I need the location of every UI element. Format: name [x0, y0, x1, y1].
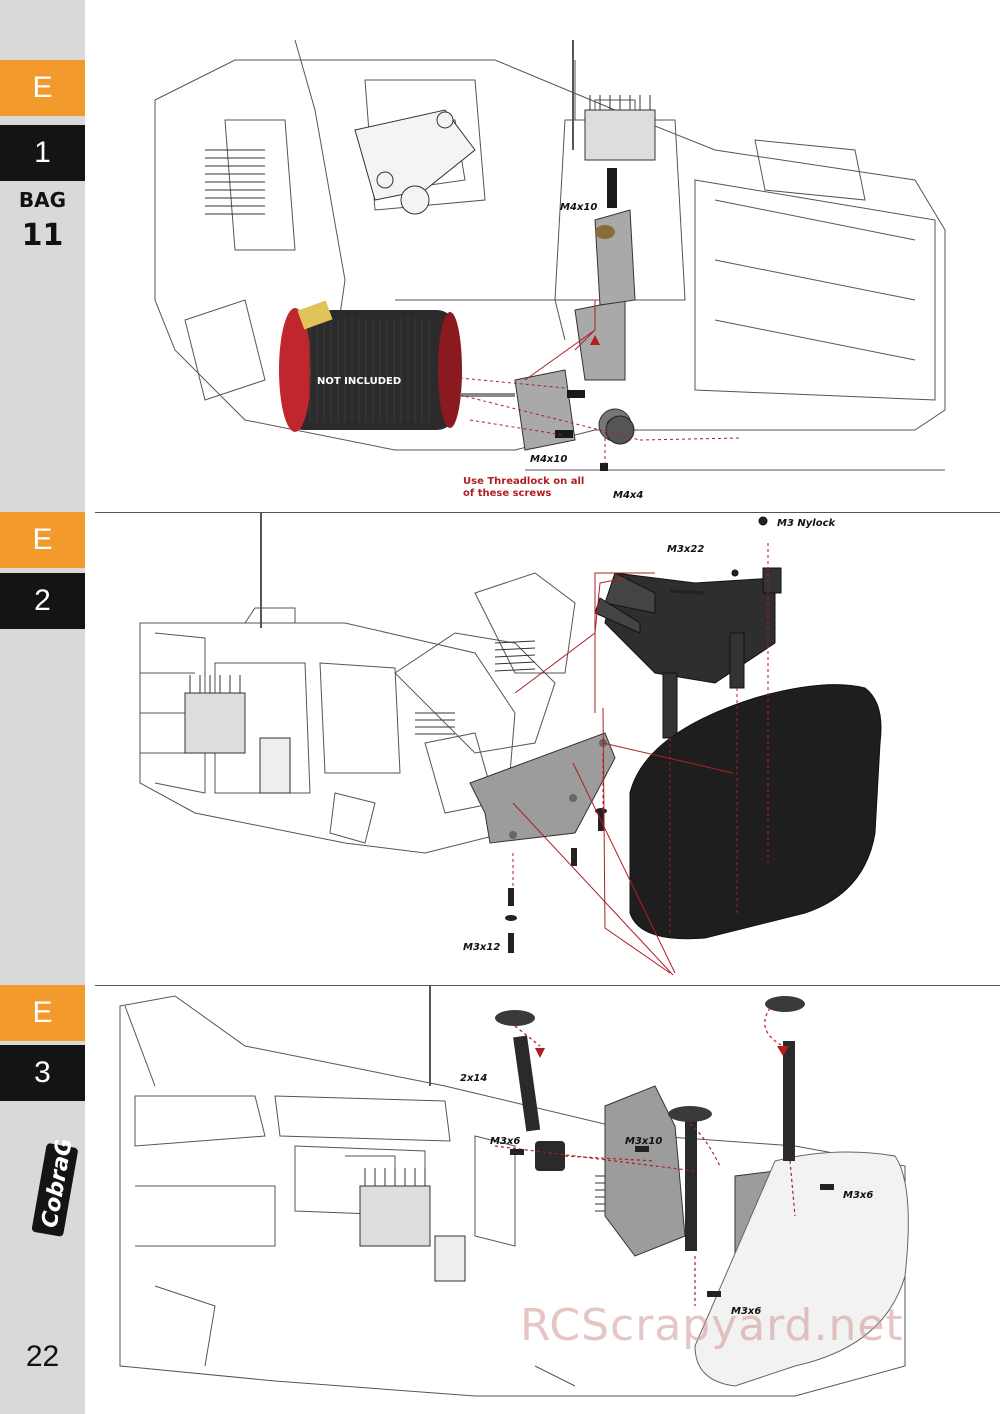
body-post-center — [685, 1121, 697, 1251]
step-e3-number-tab: 3 — [0, 1045, 85, 1101]
cobra-gte-logo: CobraGTe — [31, 1140, 82, 1237]
threadlock-note-line1: Use Threadlock on all — [463, 476, 584, 487]
step-letter: E — [32, 996, 53, 1029]
step-e1-number-tab: 1 — [0, 125, 85, 181]
step2-diagram: M3 Nylock M3x22 M3x12 — [95, 513, 1000, 983]
label-m3x6-a: M3x6 — [490, 1136, 520, 1147]
label-m3x22: M3x22 — [667, 544, 704, 555]
page-number: 22 — [25, 1340, 60, 1373]
sidebar: E 1 BAG 11 E 2 E 3 CobraGTe 22 — [0, 0, 85, 1414]
label-2x14: 2x14 — [460, 1073, 487, 1084]
step3-diagram: 2x14 M3x6 M3x10 M3x6 M3x6 — [95, 986, 1000, 1414]
label-m3x6-b: M3x6 — [843, 1190, 873, 1201]
step2-illustration: M3 Nylock M3x22 M3x12 — [139, 513, 882, 976]
bumper-mount — [594, 516, 782, 739]
motor-not-included-label: NOT INCLUDED — [317, 376, 401, 387]
step-number: 2 — [34, 584, 51, 617]
step-e2-number-tab: 2 — [0, 573, 85, 629]
foam-bumper — [629, 684, 882, 940]
step1-diagram: NOT INCLUDED — [95, 0, 1000, 510]
watermark: RCScrapyard.net — [520, 1300, 904, 1351]
divider-step1-step2 — [95, 512, 1000, 513]
body-post-right — [783, 1041, 795, 1161]
motor-body — [279, 300, 515, 432]
label-m3x10: M3x10 — [625, 1136, 662, 1147]
step-number: 1 — [34, 136, 51, 169]
bag-number: 11 — [21, 218, 64, 253]
step3-illustration: 2x14 M3x6 M3x10 M3x6 M3x6 — [119, 986, 909, 1397]
label-m3x6-c: M3x6 — [731, 1306, 761, 1317]
step-e1-letter-tab: E — [0, 60, 85, 116]
threadlock-note-line2: of these screws — [463, 488, 551, 499]
label-m3-nylock: M3 Nylock — [777, 518, 837, 529]
step-number: 3 — [34, 1056, 51, 1089]
label-m4x10-bottom: M4x10 — [530, 454, 567, 465]
bag-label: BAG — [18, 188, 67, 212]
front-bumper-plate — [469, 732, 616, 844]
label-m3x12: M3x12 — [463, 942, 500, 953]
step-e3-letter-tab: E — [0, 985, 85, 1041]
step-letter: E — [32, 523, 53, 556]
label-m4x4: M4x4 — [613, 490, 643, 501]
step-letter: E — [32, 71, 53, 104]
step1-illustration: NOT INCLUDED — [154, 39, 946, 501]
screw-m4x10-top — [607, 168, 617, 208]
label-m4x10-top: M4x10 — [560, 202, 597, 213]
step-e2-letter-tab: E — [0, 512, 85, 568]
body-post-left — [513, 1035, 541, 1132]
divider-step2-step3 — [95, 985, 1000, 986]
